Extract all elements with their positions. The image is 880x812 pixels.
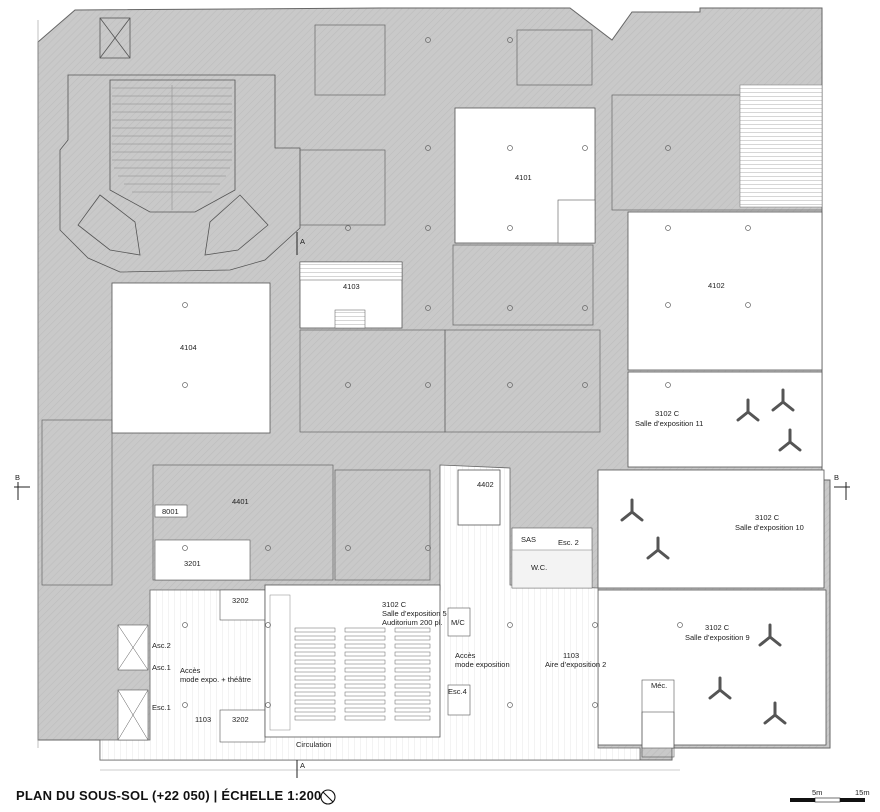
section-mark-a-top: A xyxy=(296,232,305,255)
theatre-block xyxy=(59,17,301,273)
label-sx5-code: 3102 C xyxy=(382,600,407,609)
plan-title: PLAN DU SOUS-SOL (+22 050) | ÉCHELLE 1:2… xyxy=(16,788,322,803)
room-salle-10 xyxy=(597,469,825,589)
north-arrow-icon xyxy=(320,789,336,805)
scale-label-15m: 15m xyxy=(855,788,870,797)
label-4103: 4103 xyxy=(343,282,360,291)
label-3202-top: 3202 xyxy=(232,596,249,605)
label-wc: W.C. xyxy=(531,563,547,572)
room-4104 xyxy=(111,282,271,434)
label-aire-code: 1103 xyxy=(563,651,579,660)
label-sx5-name: Salle d’exposition 5 xyxy=(382,609,447,618)
label-4401: 4401 xyxy=(232,497,249,506)
label-sx9-code: 3102 C xyxy=(705,623,730,632)
label-sx10-code: 3102 C xyxy=(755,513,780,522)
label-circulation: Circulation xyxy=(296,740,331,749)
scale-label-5m: 5m xyxy=(812,788,822,797)
column-markers xyxy=(182,37,751,708)
section-label-b-left: B xyxy=(15,473,20,482)
label-acces2-a: Accès xyxy=(455,651,476,660)
auditorium-seating xyxy=(294,627,431,721)
section-mark-b-left: B xyxy=(14,473,30,500)
label-4102: 4102 xyxy=(708,281,725,290)
label-sx11-code: 3102 C xyxy=(655,409,680,418)
label-3202-bottom: 3202 xyxy=(232,715,249,724)
room-4102 xyxy=(627,211,823,371)
label-esc4: Esc.4 xyxy=(448,687,467,696)
label-asc1: Asc.1 xyxy=(152,663,171,672)
room-salle-9 xyxy=(597,589,827,746)
exhibition-stands xyxy=(620,388,802,725)
label-aire-name: Aire d’exposition 2 xyxy=(545,660,606,669)
label-4104: 4104 xyxy=(180,343,197,352)
label-sx9-name: Salle d’exposition 9 xyxy=(685,633,750,642)
label-3201: 3201 xyxy=(184,559,201,568)
section-label-b-right: B xyxy=(834,473,839,482)
label-4101: 4101 xyxy=(515,173,532,182)
label-acces2-b: mode exposition xyxy=(455,660,510,669)
label-acces1-a: Accès xyxy=(180,666,201,675)
label-sx10-name: Salle d’exposition 10 xyxy=(735,523,804,532)
label-sas: SAS xyxy=(521,535,536,544)
label-mec: Méc. xyxy=(651,681,667,690)
room-4402 xyxy=(457,469,501,526)
label-mc: M/C xyxy=(451,618,465,627)
section-mark-b-right: B xyxy=(834,473,850,500)
section-label-a-bottom: A xyxy=(300,761,305,770)
section-label-a-top: A xyxy=(300,237,305,246)
label-1103-small: 1103 xyxy=(195,715,211,724)
theatre-seating xyxy=(112,85,232,210)
label-acces1-b: mode expo. + théâtre xyxy=(180,675,251,684)
section-mark-a-bottom: A xyxy=(296,760,305,778)
label-4402: 4402 xyxy=(477,480,494,489)
scale-bar: 5m 15m xyxy=(790,788,870,803)
label-esc2: Esc. 2 xyxy=(558,538,579,547)
label-sx11-name: Salle d’exposition 11 xyxy=(635,419,703,428)
label-8001: 8001 xyxy=(162,507,179,516)
label-esc1: Esc.1 xyxy=(152,703,171,712)
room-salle-11 xyxy=(627,371,823,468)
label-asc2: Asc.2 xyxy=(152,641,171,650)
label-sx5-sub: Auditorium 200 pl. xyxy=(382,618,442,627)
